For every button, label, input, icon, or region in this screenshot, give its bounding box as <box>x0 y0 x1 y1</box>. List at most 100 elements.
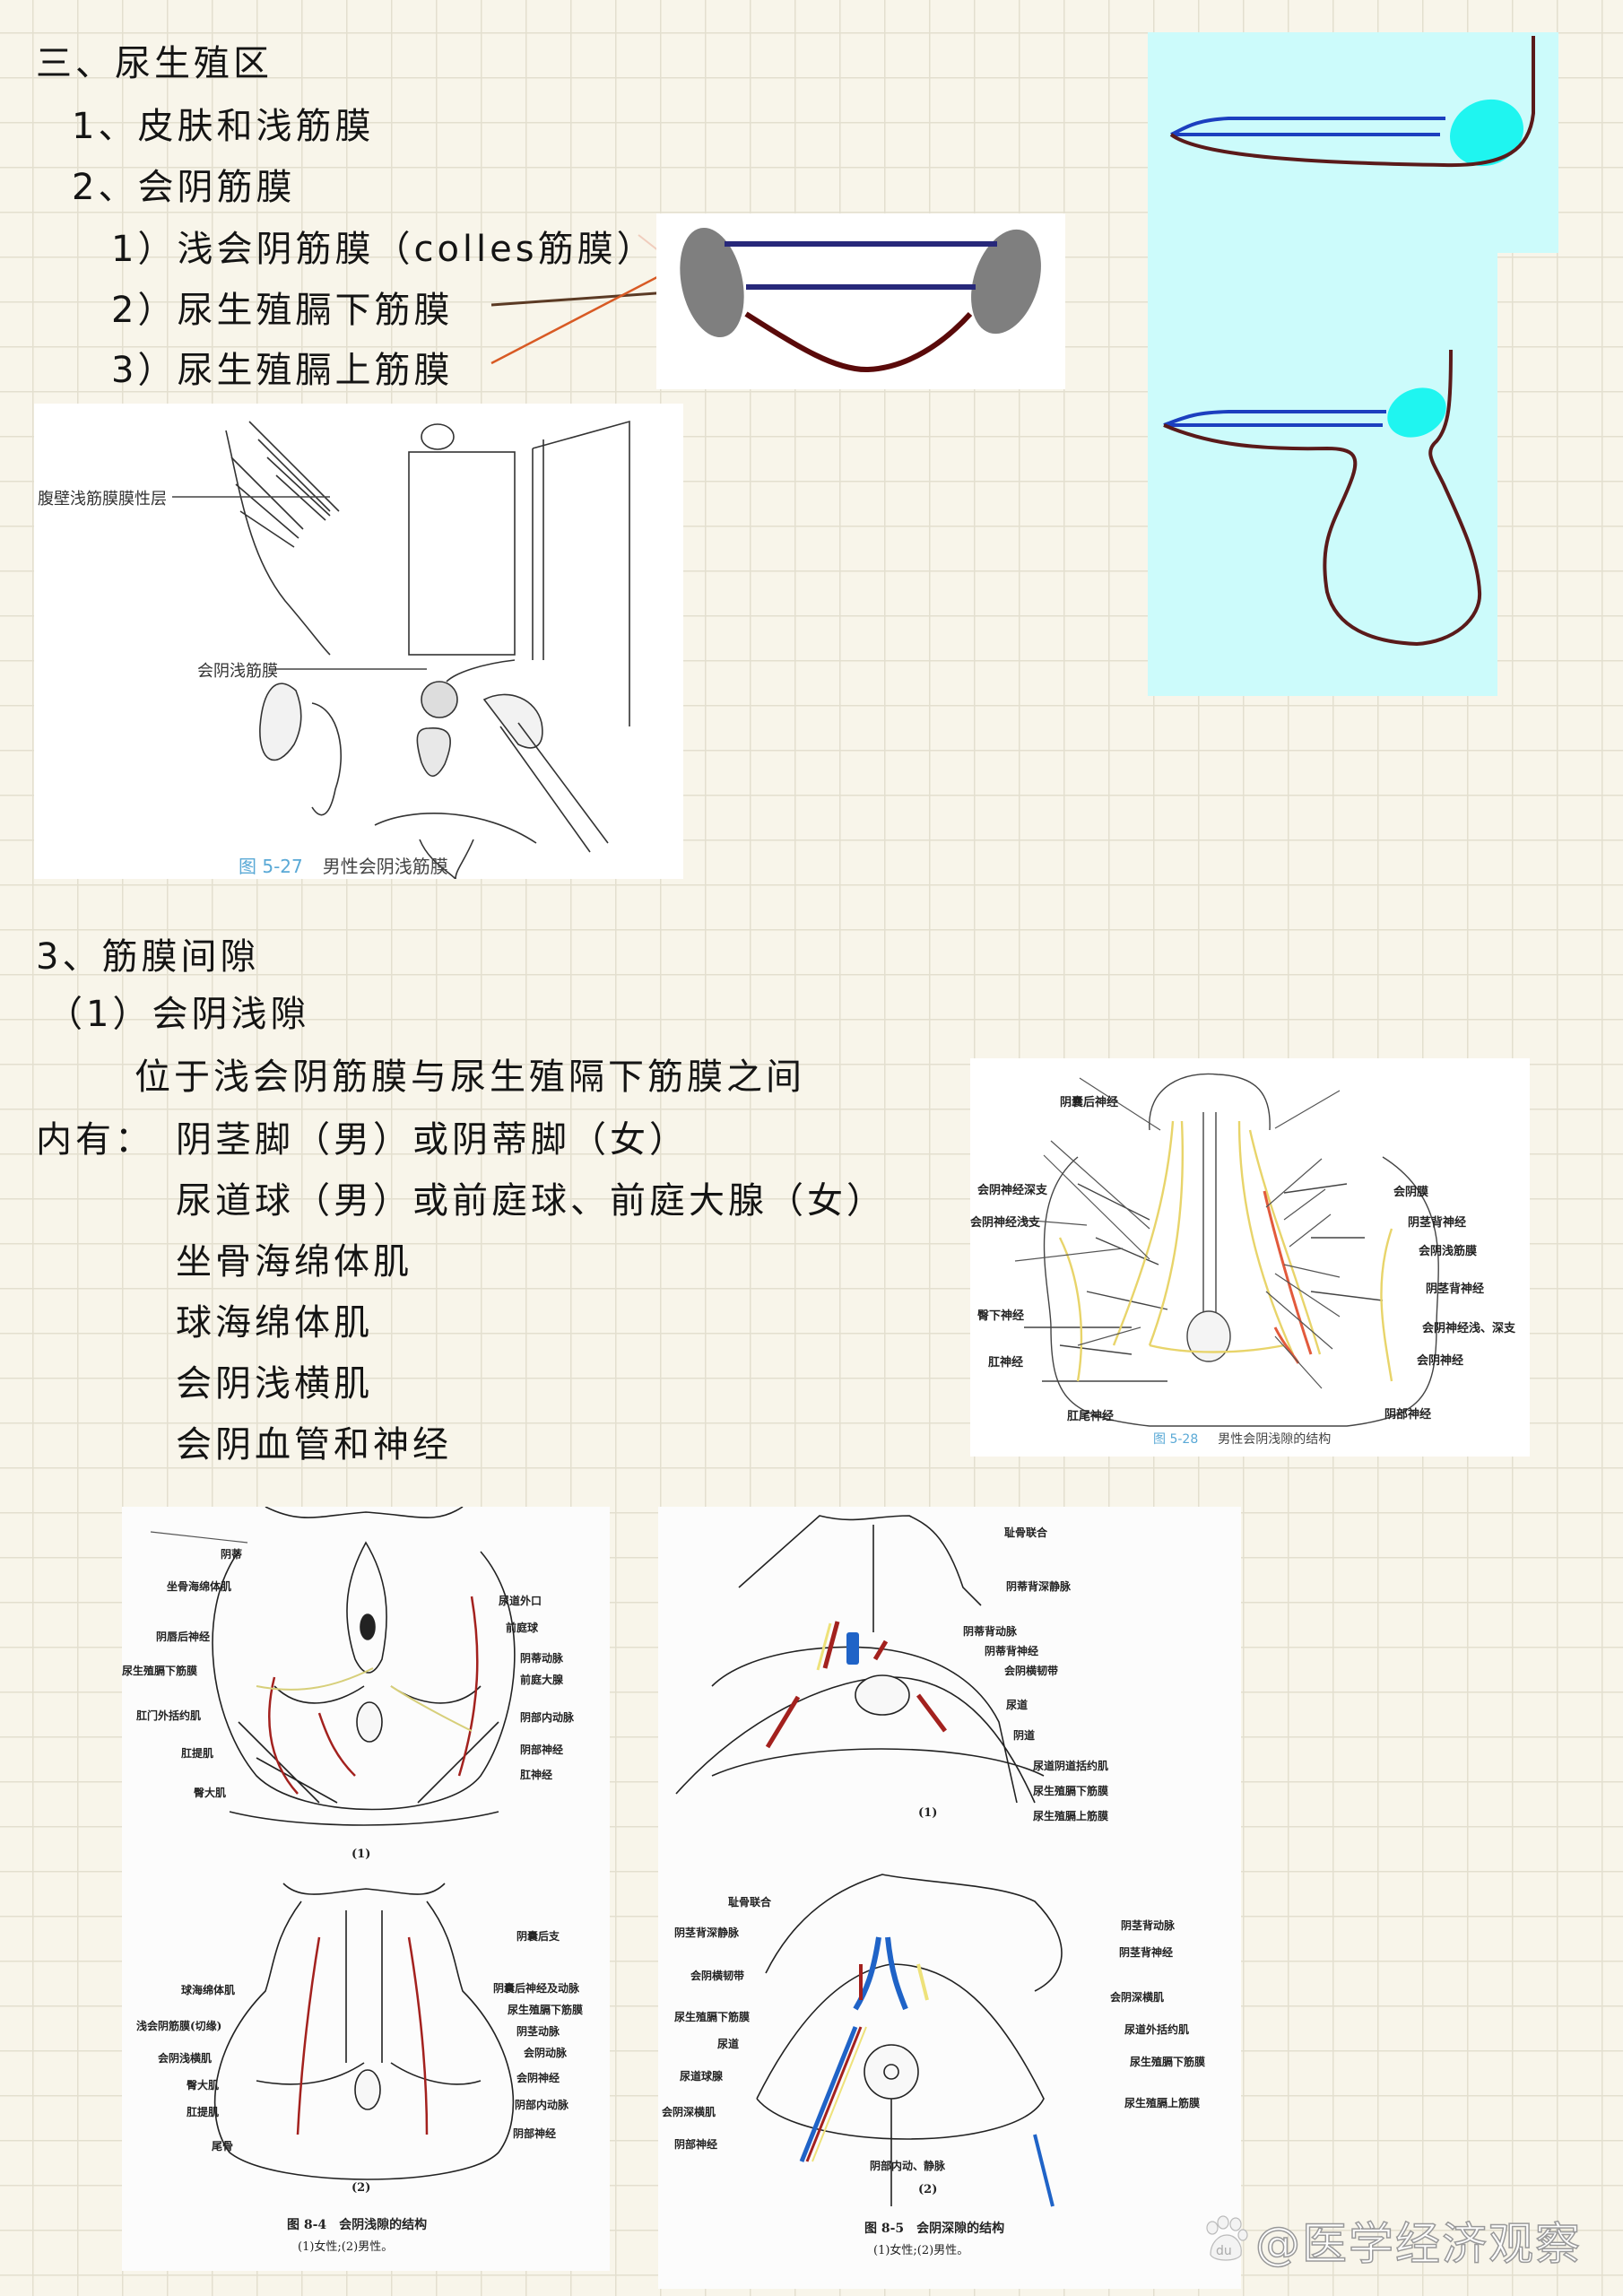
figure-8-4-image: 阴蒂 坐骨海绵体肌 阴唇后神经 尿生殖膈下筋膜 肛门外括约肌 肛提肌 臀大肌 尿… <box>122 1507 610 2271</box>
label: 阴道 <box>1013 1729 1036 1742</box>
note-sub-2: 2）尿生殖膈下筋膜 <box>111 290 454 331</box>
label: 臀下神经 <box>977 1309 1025 1323</box>
label: 阴囊后神经 <box>1060 1096 1119 1109</box>
label: 会阴浅横肌 <box>158 2052 213 2065</box>
label: 坐骨海绵体肌 <box>167 1580 232 1593</box>
label: 阴部内动脉 <box>515 2099 569 2111</box>
note-sub-1: 1）浅会阴筋膜（colles筋膜） <box>111 229 656 270</box>
label: 阴部内动、静脉 <box>870 2160 946 2172</box>
label: 前庭球 <box>506 1622 539 1634</box>
label: 阴茎动脉 <box>516 2025 560 2038</box>
note-item-2: 2、会阴筋膜 <box>72 167 296 208</box>
label: 阴囊后支 <box>516 1930 560 1943</box>
label: 耻骨联合 <box>1004 1526 1048 1539</box>
svg-text:du: du <box>1216 2244 1232 2258</box>
part-tag: (2) <box>918 2183 938 2196</box>
figure-8-5-caption: 图 8-5 会阴深隙的结构 <box>864 2222 1005 2236</box>
left-bone-shape <box>680 227 744 338</box>
watermark-text: @医学经济观察 <box>1254 2217 1582 2271</box>
label: 阴茎背动脉 <box>1121 1919 1176 1932</box>
label: 阴茎背深静脉 <box>674 1926 740 1939</box>
right-bone-shape <box>971 229 1041 335</box>
label: 阴部神经 <box>520 1744 564 1756</box>
label: 阴蒂背动脉 <box>963 1625 1018 1638</box>
label: 会阴神经深支 <box>977 1184 1048 1197</box>
label: 阴茎背神经 <box>1408 1216 1467 1230</box>
figure-8-5-image: 耻骨联合 阴蒂背深静脉 阴蒂背动脉 阴蒂背神经 会阴横韧带 尿道 阴道 尿道阴道… <box>658 1507 1241 2289</box>
label: 肛提肌 <box>187 2106 220 2118</box>
label: 会阴动脉 <box>524 2047 568 2059</box>
label: 阴茎背神经 <box>1119 1946 1174 1959</box>
label: 会阴横韧带 <box>1004 1665 1059 1677</box>
label: 阴蒂背神经 <box>985 1645 1039 1657</box>
side-view-diagram-extravasation <box>1148 215 1497 696</box>
label: 会阴横韧带 <box>690 1970 745 1982</box>
label: 肛门外括约肌 <box>136 1709 202 1722</box>
label: 阴唇后神经 <box>156 1631 211 1643</box>
part-tag: (1) <box>918 1806 938 1820</box>
note-content-item: 会阴血管和神经 <box>176 1424 452 1465</box>
label: 会阴神经 <box>1417 1354 1464 1368</box>
label: 尿生殖膈下筋膜 <box>508 2004 584 2016</box>
note-contents-label: 内有： <box>36 1119 154 1161</box>
label: 会阴浅筋膜 <box>1419 1245 1478 1258</box>
label: 尿道 <box>1006 1699 1028 1711</box>
label: 耻骨联合 <box>728 1896 772 1909</box>
figure-8-4-subcaption: (1)女性;(2)男性。 <box>298 2240 394 2254</box>
label: 尿生殖膈下筋膜 <box>122 1665 198 1677</box>
label: 阴蒂背深静脉 <box>1006 1580 1072 1593</box>
label: 尿道外括约肌 <box>1124 2023 1190 2036</box>
label: 阴部神经 <box>674 2138 718 2151</box>
note-content-item: 尿道球（男）或前庭球、前庭大腺（女） <box>176 1180 886 1222</box>
label: 阴蒂 <box>221 1548 243 1561</box>
label: 阴囊后神经及动脉 <box>493 1982 580 1995</box>
label: 肛尾神经 <box>1067 1410 1115 1423</box>
note-item-3: 3、筋膜间隙 <box>36 936 260 978</box>
note-content-item: 会阴浅横肌 <box>176 1363 373 1405</box>
note-content-item: 坐骨海绵体肌 <box>176 1241 412 1283</box>
label: 尿生殖膈上筋膜 <box>1033 1810 1109 1822</box>
part-tag: (2) <box>352 2181 371 2195</box>
label: 尾骨 <box>212 2140 234 2152</box>
label: 阴部内动脉 <box>520 1711 575 1724</box>
label: 会阴神经 <box>516 2072 560 2084</box>
label: 肛神经 <box>520 1769 553 1781</box>
note-sub-space-1: （1）会阴浅隙 <box>47 994 310 1035</box>
figure-8-4-caption: 图 8-4 会阴浅隙的结构 <box>287 2218 428 2232</box>
label: 会阴神经浅、深支 <box>1422 1322 1516 1335</box>
label: 阴部神经 <box>1384 1408 1432 1422</box>
label: 臀大肌 <box>194 1787 227 1799</box>
label: 会阴深横肌 <box>662 2106 716 2118</box>
part-tag: (1) <box>352 1848 371 1861</box>
figure-8-5-subcaption: (1)女性;(2)男性。 <box>873 2244 969 2257</box>
label: 尿生殖膈上筋膜 <box>1124 2097 1201 2109</box>
note-sub-3: 3）尿生殖膈上筋膜 <box>111 350 454 391</box>
label: 尿道 <box>717 2038 740 2050</box>
label: 肛提肌 <box>181 1747 214 1760</box>
label: 阴部神经 <box>513 2127 557 2140</box>
label: 臀大肌 <box>187 2079 220 2092</box>
label: 尿生殖膈下筋膜 <box>674 2011 751 2023</box>
label: 会阴神经浅支 <box>970 1216 1041 1230</box>
label: 尿道球腺 <box>680 2070 724 2083</box>
note-item-1: 1、皮肤和浅筋膜 <box>72 106 375 147</box>
label: 肛神经 <box>988 1356 1024 1370</box>
label: 前庭大腺 <box>520 1674 564 1686</box>
note-location: 位于浅会阴筋膜与尿生殖隔下筋膜之间 <box>135 1057 805 1098</box>
label: 尿生殖膈下筋膜 <box>1130 2056 1206 2068</box>
figure-5-28-image: 阴囊后神经 会阴神经深支 会阴神经浅支 臀下神经 肛神经 肛尾神经 会阴膜 阴茎… <box>970 1058 1530 1457</box>
label: 尿道外口 <box>499 1595 542 1607</box>
label: 腹壁浅筋膜膜性层 <box>38 490 167 509</box>
fascia-cross-section-diagram <box>656 213 1065 389</box>
label: 阴蒂动脉 <box>520 1652 564 1665</box>
label: 球海绵体肌 <box>181 1984 236 1996</box>
baidu-paw-icon: du <box>1206 2215 1248 2261</box>
label: 尿生殖膈下筋膜 <box>1033 1785 1109 1797</box>
label: 尿道阴道括约肌 <box>1033 1760 1109 1772</box>
label: 会阴膜 <box>1393 1186 1429 1199</box>
label: 浅会阴筋膜(切缘) <box>136 2020 222 2032</box>
label: 阴茎背神经 <box>1426 1283 1485 1296</box>
